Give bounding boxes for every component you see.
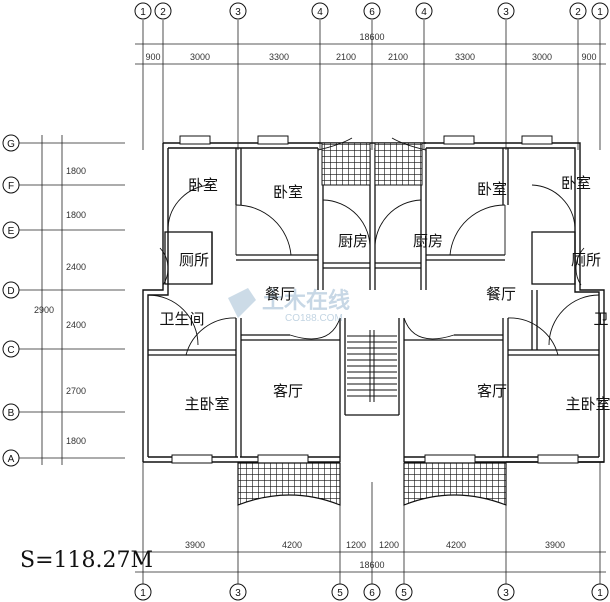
top-dimension: 3300	[455, 52, 475, 62]
bottom-dimension: 1200	[346, 540, 366, 550]
top-axis-label: 4	[317, 7, 323, 18]
bottom-axis-bubbles	[134, 583, 609, 601]
bottom-dimension: 1200	[379, 540, 399, 550]
bottom-dimension: 4200	[446, 540, 466, 550]
bottom-dimension: 3900	[185, 540, 205, 550]
left-dimension: 2400	[66, 320, 86, 330]
kitchen-balcony-right	[374, 142, 423, 186]
room-label-toilet: 厕所	[571, 251, 601, 269]
interior-walls	[148, 148, 599, 462]
room-label-kitchen: 厨房	[338, 232, 368, 250]
room-label-bedroom: 卧室	[273, 183, 303, 201]
watermark-subtext: CO188.COM	[285, 313, 343, 324]
room-label-bathroom: 卫	[593, 310, 608, 328]
bottom-axis-label: 3	[503, 588, 509, 599]
left-axis-bubbles	[2, 134, 20, 467]
top-axis-label: 6	[369, 7, 375, 18]
left-dimension: 1800	[66, 166, 86, 176]
bottom-axis-label: 6	[369, 588, 375, 599]
bottom-total-dimension: 18600	[359, 560, 384, 570]
living-balcony-left	[237, 462, 341, 506]
left-axis-label: G	[7, 139, 15, 150]
left-axis-label: F	[8, 181, 14, 192]
left-axis-label: A	[8, 454, 15, 465]
top-axis-bubbles	[134, 2, 609, 20]
stairs	[347, 330, 397, 402]
left-axis-label: C	[7, 345, 14, 356]
bottom-dimension: 3900	[545, 540, 565, 550]
left-axis-label: E	[8, 226, 15, 237]
left-total-dimension: 2900	[34, 305, 54, 315]
bottom-axis-label: 5	[401, 588, 407, 599]
top-axis-lines	[142, 20, 601, 150]
bottom-axis-label: 5	[337, 588, 343, 599]
top-dimension: 900	[145, 52, 160, 62]
bottom-dimension: 4200	[282, 540, 302, 550]
top-axis-label: 3	[235, 7, 241, 18]
room-label-bedroom: 卧室	[561, 174, 591, 192]
door-swings	[147, 137, 600, 356]
area-label: S=118.27M	[20, 548, 153, 573]
bottom-axis-label: 3	[235, 588, 241, 599]
left-dimension: 1800	[66, 210, 86, 220]
left-dimension: 1800	[66, 436, 86, 446]
watermark-text: 土木在线	[262, 288, 350, 314]
room-label-living: 客厅	[273, 382, 303, 400]
left-axis-label: B	[8, 408, 15, 419]
top-axis-label: 4	[421, 7, 427, 18]
bottom-axis-label: 1	[140, 588, 146, 599]
windows	[171, 135, 579, 464]
room-label-bathroom: 卫生间	[159, 310, 204, 328]
left-dimension: 2700	[66, 386, 86, 396]
top-axis-label: 1	[597, 7, 603, 18]
kitchen-balcony-left	[321, 142, 371, 186]
top-dimension: 2100	[388, 52, 408, 62]
room-label-master-bedroom: 主卧室	[184, 395, 229, 413]
top-dimension: 2100	[336, 52, 356, 62]
top-axis-label: 2	[160, 7, 166, 18]
left-dimension: 2400	[66, 262, 86, 272]
left-axis-label: D	[7, 286, 14, 297]
top-dimension: 3300	[269, 52, 289, 62]
top-dimension: 3000	[532, 52, 552, 62]
top-axis-label: 2	[575, 7, 581, 18]
room-label-living: 客厅	[477, 382, 507, 400]
room-label-dining: 餐厅	[265, 285, 295, 303]
watermark: 土木在线 CO188.COM	[228, 288, 350, 324]
room-label-toilet: 厕所	[179, 251, 209, 269]
room-label-dining: 餐厅	[486, 285, 516, 303]
left-axis-lines	[18, 135, 125, 465]
top-dimension: 3000	[190, 52, 210, 62]
room-label-kitchen: 厨房	[413, 232, 443, 250]
room-label-bedroom: 卧室	[477, 180, 507, 198]
living-balcony-right	[403, 462, 507, 506]
watermark-logo-icon	[228, 288, 256, 318]
top-axis-label: 1	[140, 7, 146, 18]
bottom-axis-label: 1	[597, 588, 603, 599]
room-label-master-bedroom: 主卧室	[565, 395, 610, 413]
top-dimension-lines	[135, 43, 606, 65]
top-total-dimension: 18600	[359, 32, 384, 42]
top-dimension: 900	[581, 52, 596, 62]
top-axis-label: 3	[503, 7, 509, 18]
room-label-bedroom: 卧室	[188, 176, 218, 194]
